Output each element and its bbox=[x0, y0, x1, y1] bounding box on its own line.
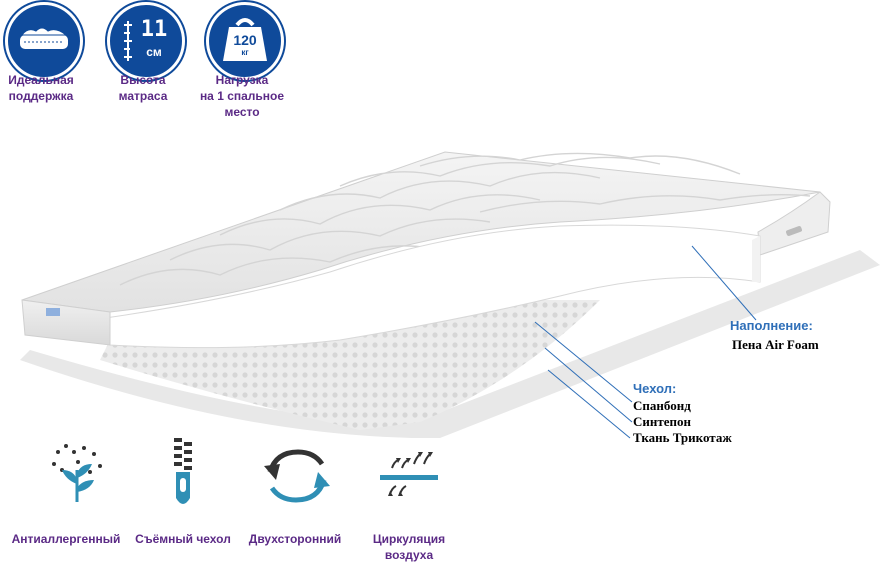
feature-label-removable-cover: Съёмный чехол bbox=[135, 532, 231, 546]
air-circulation-icon bbox=[380, 452, 438, 496]
badge-support bbox=[5, 2, 83, 80]
weight-unit: кг bbox=[241, 48, 249, 57]
feature-label-antiallergenic: Антиаллергенный bbox=[11, 532, 121, 546]
weight-icon bbox=[223, 18, 267, 61]
badge-height: 11 см bbox=[107, 2, 185, 80]
tree-icon bbox=[52, 444, 102, 502]
mattress-top bbox=[21, 151, 821, 313]
filling-heading: Наполнение: bbox=[730, 318, 813, 333]
height-value: 11 bbox=[140, 17, 168, 42]
feature-label-double-sided: Двухсторонний bbox=[248, 532, 342, 546]
filling-text: Пена Air Foam bbox=[732, 337, 819, 352]
cover-item-knit: Ткань Трикотаж bbox=[633, 430, 732, 445]
mattress-illustration bbox=[20, 151, 880, 439]
cover-heading: Чехол: bbox=[633, 381, 677, 396]
weight-value: 120 bbox=[233, 32, 257, 48]
badge-weight: 120 кг bbox=[206, 2, 284, 80]
cover-item-sintepon: Синтепон bbox=[633, 414, 692, 429]
height-icon bbox=[124, 21, 132, 61]
height-unit: см bbox=[146, 45, 162, 59]
zipper-icon bbox=[174, 438, 192, 504]
cover-item-spunbond: Спанбонд bbox=[633, 398, 691, 413]
mattress-support-icon bbox=[20, 27, 68, 49]
rotate-arrows-icon bbox=[264, 449, 330, 503]
